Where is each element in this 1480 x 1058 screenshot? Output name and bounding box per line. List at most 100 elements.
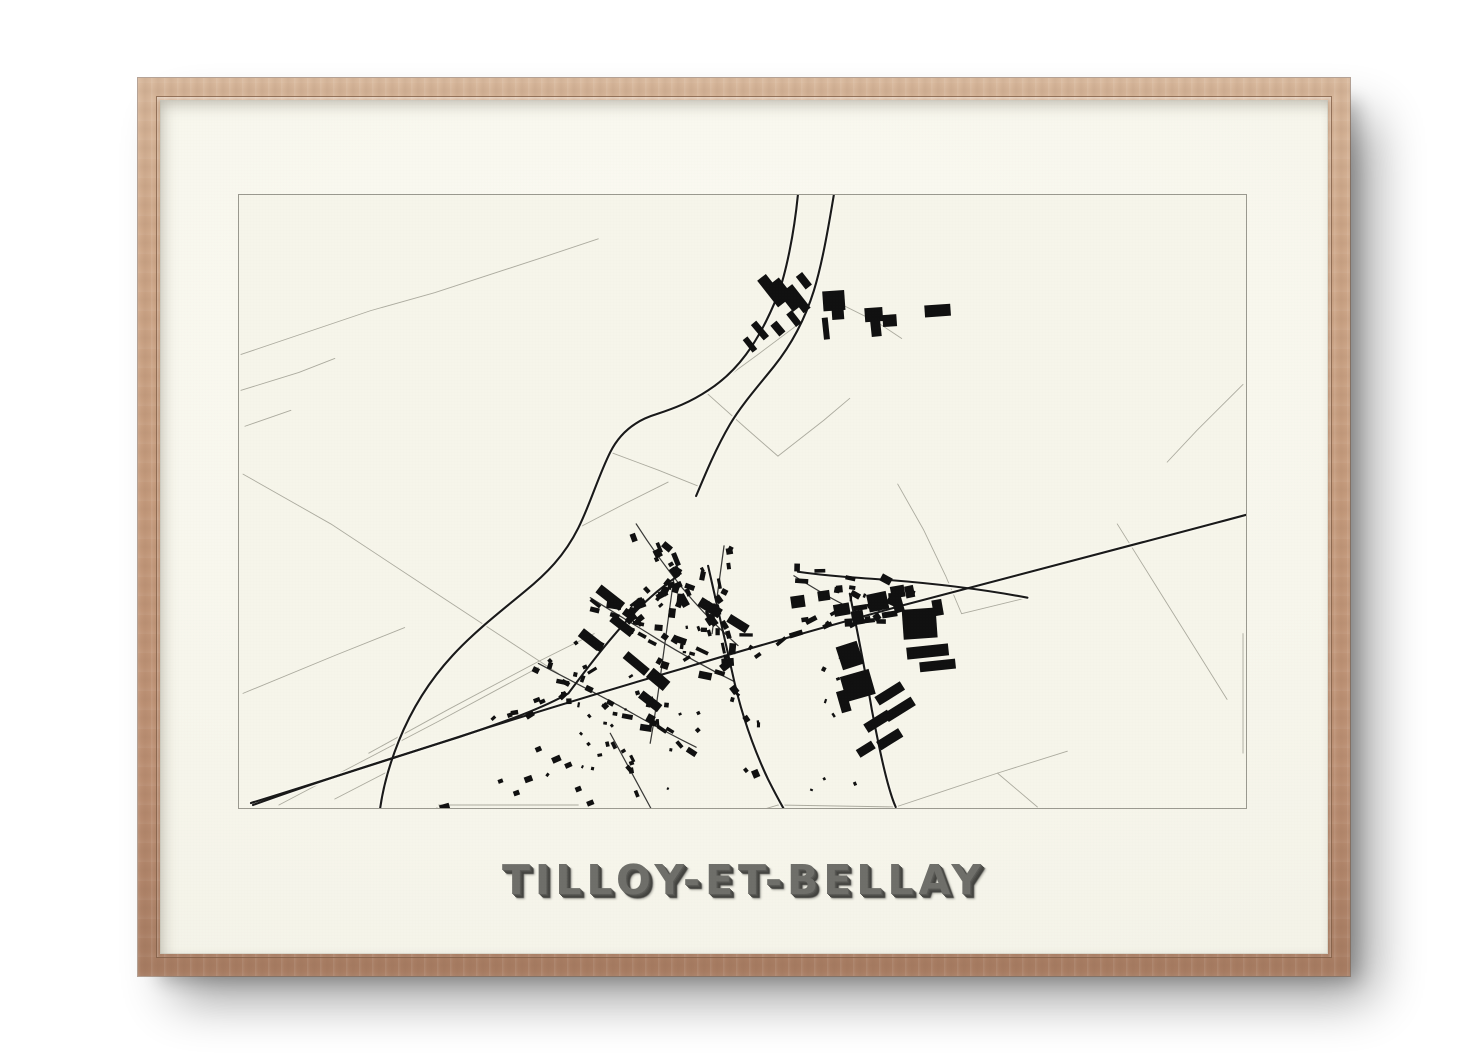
building-footprint-southeast: [839, 668, 876, 702]
building-footprint-village: [665, 726, 675, 734]
building-footprint-village: [660, 632, 670, 641]
building-footprint-speck: [809, 788, 814, 792]
building-footprint-village: [849, 589, 862, 600]
building-footprint-north-farm: [770, 277, 801, 312]
building-footprint-speck: [696, 625, 701, 632]
building-footprint-speck: [822, 777, 827, 781]
field-n-3: [777, 397, 851, 457]
building-footprint-village: [579, 674, 586, 683]
building-footprint-speck: [663, 702, 669, 708]
building-footprint-speck: [624, 708, 628, 711]
building-footprint-speck: [666, 787, 670, 791]
field-se-1: [1166, 383, 1244, 463]
building-footprint-village: [667, 583, 673, 591]
building-footprint-southwest: [551, 754, 562, 764]
building-footprint-speck: [678, 712, 682, 716]
building-footprint-village: [629, 532, 638, 543]
building-footprint-village: [612, 711, 618, 716]
building-footprint-speck: [835, 676, 841, 681]
building-footprint-speck: [572, 671, 578, 678]
building-footprint-southeast: [855, 740, 876, 758]
building-footprint-village: [845, 575, 856, 582]
building-footprint-village-large: [832, 602, 851, 617]
building-footprint-southwest: [512, 789, 521, 797]
building-footprint-village: [864, 615, 872, 623]
building-footprint-village: [584, 684, 594, 694]
building-footprint-village: [642, 586, 651, 594]
building-footprint-village: [794, 578, 809, 584]
building-footprint-speck: [756, 720, 760, 725]
building-footprint-village: [589, 606, 600, 614]
building-footprint-speck: [634, 690, 641, 696]
building-footprint-speck: [820, 666, 827, 673]
building-footprint-speck: [849, 595, 853, 602]
building-footprint-village: [876, 619, 886, 624]
building-footprint-village: [555, 678, 570, 686]
field-nw-2: [240, 358, 336, 391]
building-footprint-village: [714, 669, 726, 677]
building-footprint-village: [675, 740, 684, 749]
building-footprint-village: [794, 563, 800, 572]
field-s-2: [777, 804, 899, 808]
building-footprint-village: [804, 615, 818, 626]
building-footprint-village: [670, 634, 681, 645]
building-footprint-village: [610, 741, 618, 750]
field-n-2: [707, 393, 779, 457]
road-northeast-to-top-edge: [695, 195, 835, 498]
building-footprint-village: [698, 670, 713, 681]
building-footprint-village: [659, 660, 670, 670]
building-footprint-village: [726, 545, 734, 554]
building-footprint-village: [720, 619, 730, 630]
building-footprint-village: [879, 573, 893, 586]
building-footprint-village: [715, 628, 720, 636]
building-footprint-southeast: [863, 709, 893, 733]
building-footprint-village: [632, 620, 645, 627]
building-footprint-village: [506, 712, 513, 718]
building-footprint-village-large: [595, 584, 626, 611]
building-footprint-village: [881, 610, 898, 619]
field-w-2: [242, 627, 406, 694]
building-footprint-village-large: [697, 597, 723, 619]
building-footprint-speck: [586, 741, 591, 747]
field-nw-3: [244, 409, 292, 427]
lane-village-3: [537, 662, 697, 748]
building-footprint-speck: [628, 674, 634, 679]
building-footprint-village: [606, 699, 615, 707]
building-footprint-village: [707, 615, 719, 628]
building-footprint-village: [742, 714, 751, 724]
building-footprint-southwest: [523, 774, 534, 784]
building-footprint-village: [620, 748, 627, 754]
map-panel[interactable]: [238, 194, 1247, 809]
building-footprint-southeast: [874, 681, 906, 706]
building-footprint-speck: [696, 710, 701, 716]
field-w-1: [242, 473, 559, 674]
building-footprint-village: [667, 561, 675, 568]
building-footprint-southeast: [835, 689, 852, 714]
building-footprint-speck: [597, 753, 603, 758]
building-footprint-village: [671, 552, 681, 567]
building-footprint-village: [688, 651, 696, 657]
building-footprint-village: [655, 590, 667, 601]
building-footprint-village: [674, 565, 682, 576]
building-footprint-village: [750, 768, 761, 779]
building-footprint-southeast: [876, 728, 904, 751]
building-footprint-village: [645, 713, 656, 725]
building-footprint-village: [490, 715, 497, 722]
building-footprint-speck: [577, 702, 581, 708]
building-footprint-speck: [685, 625, 689, 630]
building-footprint-village: [531, 666, 541, 675]
field-sw-2: [334, 770, 390, 800]
building-footprint-speck: [586, 713, 592, 719]
building-footprint-village: [629, 754, 636, 763]
building-footprint-speck: [573, 640, 579, 646]
building-footprint-village: [547, 658, 553, 664]
field-nw-1: [240, 238, 599, 355]
lane-south-spur: [609, 732, 652, 808]
building-footprint-southwest: [534, 745, 543, 753]
lane-village-1: [635, 523, 739, 647]
building-footprint-speck: [831, 712, 836, 718]
building-footprint-southwest: [574, 785, 583, 793]
page-title: TILLOY-ET-BELLAY: [501, 856, 987, 904]
building-footprint-village: [872, 612, 882, 622]
building-footprint-speck: [694, 727, 701, 734]
